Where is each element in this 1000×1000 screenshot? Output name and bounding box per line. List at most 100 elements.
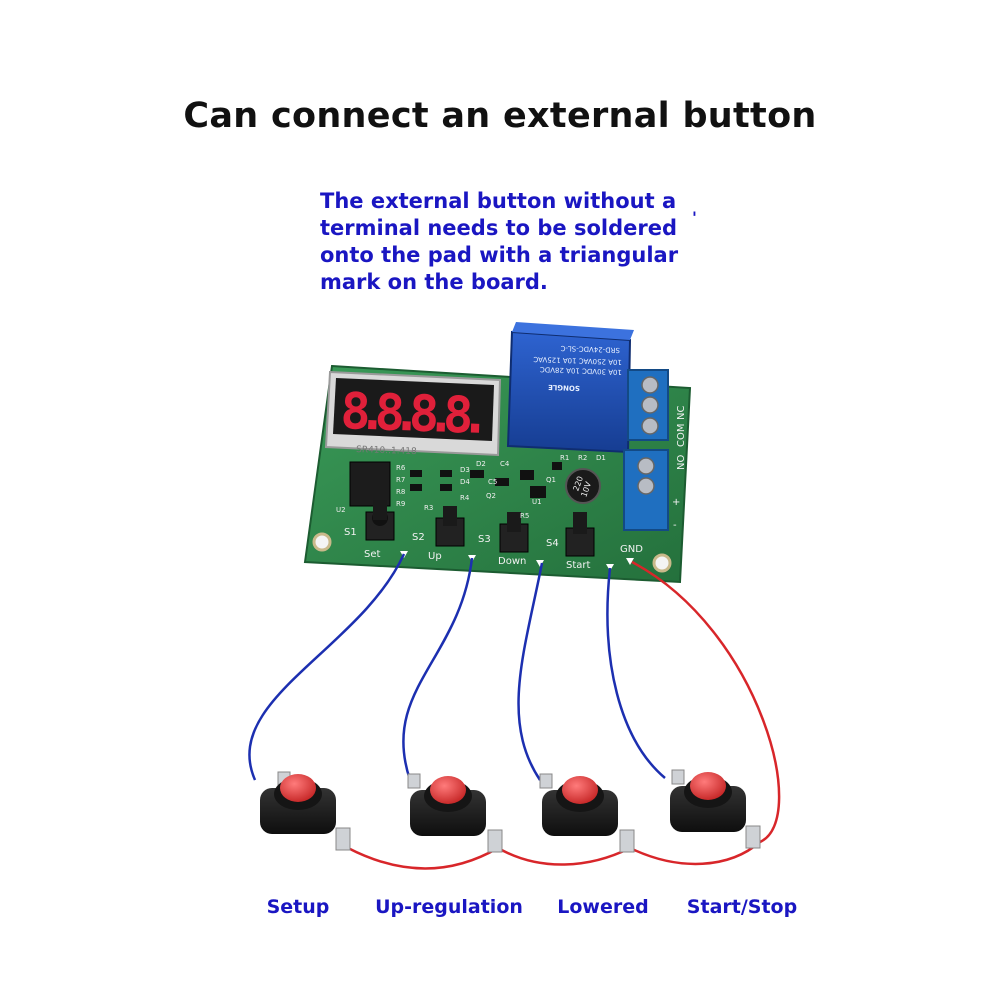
relay-timer-board: 8.8.8.8. SR410..1.418 SRD-24VDC-SL-C 10A… (303, 322, 692, 584)
svg-text:R6: R6 (396, 464, 406, 472)
ic-chip (349, 461, 391, 507)
silkscreen-down: Down (498, 556, 526, 567)
output-terminal-block: NC COM NO (627, 369, 687, 470)
svg-text:R9: R9 (396, 500, 405, 508)
svg-text:R1: R1 (560, 454, 569, 462)
smd-part (410, 484, 422, 491)
wire-start (606, 567, 666, 779)
smd-part (530, 486, 546, 498)
label-start-stop: Start/Stop (686, 896, 798, 918)
wire-up (402, 557, 474, 781)
red-button-cap (430, 776, 466, 804)
svg-text:D2: D2 (476, 460, 486, 468)
smd-part (495, 478, 509, 486)
svg-text:R2: R2 (578, 454, 587, 462)
note-line-2: terminal needs to be soldered (320, 216, 678, 240)
svg-text:Q2: Q2 (486, 492, 496, 500)
mounting-hole-icon (652, 553, 672, 573)
display-part-number: SR410..1.418 (356, 445, 417, 457)
mounting-hole-icon (312, 532, 332, 552)
signal-wires (248, 553, 666, 781)
relay-rating-1: 10A 250VAC 10A 125VAC (533, 355, 622, 366)
external-button-setup[interactable] (260, 771, 351, 851)
silkscreen-set: Set (364, 549, 381, 560)
svg-text:R5: R5 (520, 512, 529, 520)
silkscreen-s2: S2 (412, 532, 425, 543)
smd-part (470, 470, 484, 478)
terminal-label-com: COM (676, 424, 687, 447)
svg-text:R4: R4 (460, 494, 470, 502)
onboard-switch-down[interactable] (499, 512, 529, 553)
label-setup: Setup (266, 896, 330, 918)
smd-part (410, 470, 422, 477)
svg-text:C4: C4 (500, 460, 510, 468)
smd-part (440, 470, 452, 477)
stray-mark: ' (692, 208, 697, 227)
seven-segment-display: 8.8.8.8. SR410..1.418 (324, 370, 502, 457)
ground-wires (347, 560, 781, 870)
label-lowered: Lowered (557, 896, 649, 918)
note-line-4: mark on the board. (320, 270, 548, 294)
wire-setup (248, 553, 406, 781)
terminal-screw-icon (637, 457, 655, 475)
page-title: Can connect an external button (183, 96, 817, 136)
smd-part (520, 470, 534, 480)
triangle-pad-mark-icon (606, 564, 614, 571)
wire-down (517, 562, 544, 781)
external-button-lowered[interactable] (539, 773, 635, 853)
terminal-label-nc: NC (676, 406, 687, 420)
onboard-switch-up[interactable] (435, 506, 465, 547)
silkscreen-s3: S3 (478, 534, 491, 545)
svg-text:D1: D1 (596, 454, 606, 462)
power-terminal-block: + - (623, 449, 680, 531)
terminal-screw-icon (641, 376, 659, 394)
triangle-pad-mark-icon (536, 560, 544, 567)
red-button-cap (280, 774, 316, 802)
part-references: U2 R6 R7 R8 R9 D3 D4 Q2 R4 R5 C4 C5 D2 R… (336, 454, 606, 520)
silkscreen-s1: S1 (344, 527, 357, 538)
terminal-screw-icon (641, 396, 659, 414)
svg-text:C5: C5 (488, 478, 497, 486)
silkscreen-gnd: GND (620, 544, 643, 555)
note-line-1: The external button without a (320, 189, 677, 213)
relay-rating-2: 10A 30VDC 10A 28VDC (540, 365, 622, 376)
red-button-cap (690, 772, 726, 800)
silkscreen-s4: S4 (546, 538, 559, 549)
smd-part (440, 484, 452, 491)
power-minus-label: - (673, 520, 677, 531)
display-digits: 8.8.8.8. (340, 382, 492, 445)
svg-text:R7: R7 (396, 476, 405, 484)
smd-part (552, 462, 562, 470)
external-button-up-regulation[interactable] (407, 773, 503, 853)
relay-model: SRD-24VDC-SL-C (560, 344, 620, 354)
onboard-switch-start[interactable] (565, 512, 595, 557)
relay-brand: SONGLE (548, 383, 580, 392)
red-button-cap (562, 776, 598, 804)
silkscreen-start: Start (566, 560, 591, 571)
external-button-start-stop[interactable] (670, 769, 761, 849)
power-plus-label: + (672, 497, 680, 508)
terminal-label-no: NO (676, 455, 687, 470)
svg-text:R3: R3 (424, 504, 433, 512)
wire-gnd-3 (629, 841, 761, 866)
terminal-screw-icon (637, 477, 655, 495)
note-line-3: onto the pad with a triangular (320, 243, 679, 267)
relay: SRD-24VDC-SL-C 10A 250VAC 10A 125VAC 10A… (506, 322, 634, 454)
svg-text:U2: U2 (336, 506, 346, 514)
svg-text:R8: R8 (396, 488, 405, 496)
solder-instruction-note: The external button without a terminal n… (320, 188, 740, 296)
svg-text:D3: D3 (460, 466, 470, 474)
terminal-screw-icon (641, 417, 659, 435)
label-up-regulation: Up-regulation (375, 896, 523, 918)
silkscreen-up: Up (428, 551, 442, 562)
svg-text:U1: U1 (532, 498, 542, 506)
svg-text:D4: D4 (460, 478, 470, 486)
electrolytic-capacitor: 220 10V (565, 468, 601, 504)
wire-gnd-trunk (631, 560, 781, 844)
triangle-pad-mark-icon (626, 558, 634, 565)
wire-gnd-2 (497, 846, 631, 866)
svg-text:Q1: Q1 (546, 476, 556, 484)
onboard-switch-set[interactable] (365, 500, 395, 541)
wire-gnd-1 (347, 846, 499, 870)
